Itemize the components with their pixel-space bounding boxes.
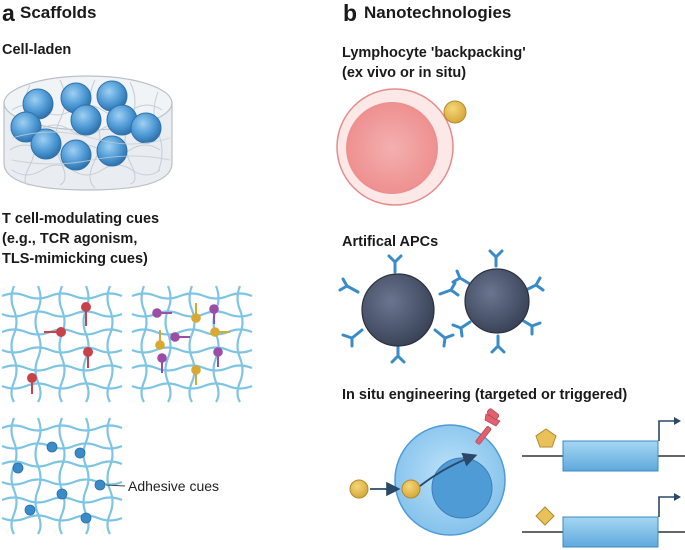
hydrogel-disc-icon (3, 75, 173, 191)
lymphocyte-backpack-icon (336, 88, 467, 206)
mesh-scaffold-red-cues (1, 285, 123, 403)
apc-particle-large-icon (338, 254, 460, 364)
adhesive-cues-leader-line (105, 484, 126, 487)
panel-a-letter: a (2, 0, 15, 26)
t-cell-cues-line-3: TLS-mimicking cues) (2, 251, 148, 267)
t-cell-cues-line-1: T cell-modulating cues (2, 211, 160, 227)
mesh-scaffold-adhesive-cues (1, 417, 126, 535)
apc-particle-small-icon (451, 249, 545, 354)
panel-b-letter: b (343, 0, 358, 26)
in-situ-engineering-icon (349, 408, 506, 536)
apcs-heading: Artifical APCs (342, 234, 439, 250)
t-cell-cues-heading: T cell-modulating cues (e.g., TCR agonis… (2, 209, 159, 269)
panel-b-title: Nanotechnologies (364, 3, 512, 22)
t-cell-cues-line-2: (e.g., TCR agonism, (2, 231, 138, 247)
in-situ-heading: In situ engineering (targeted or trigger… (342, 387, 628, 403)
mesh-scaffold-mixed-cues (131, 285, 253, 403)
backpacking-line-2: (ex vivo or in situ) (342, 65, 467, 81)
gene-construct-pentagon-icon (522, 417, 685, 472)
gene-construct-diamond-icon (522, 493, 685, 548)
panel-a-title: Scaffolds (20, 3, 97, 22)
backpacking-line-1: Lymphocyte 'backpacking' (342, 45, 526, 61)
cell-laden-heading: Cell-laden (2, 42, 72, 58)
backpacking-heading: Lymphocyte 'backpacking' (ex vivo or in … (342, 43, 526, 83)
adhesive-cues-label: Adhesive cues (128, 478, 220, 494)
